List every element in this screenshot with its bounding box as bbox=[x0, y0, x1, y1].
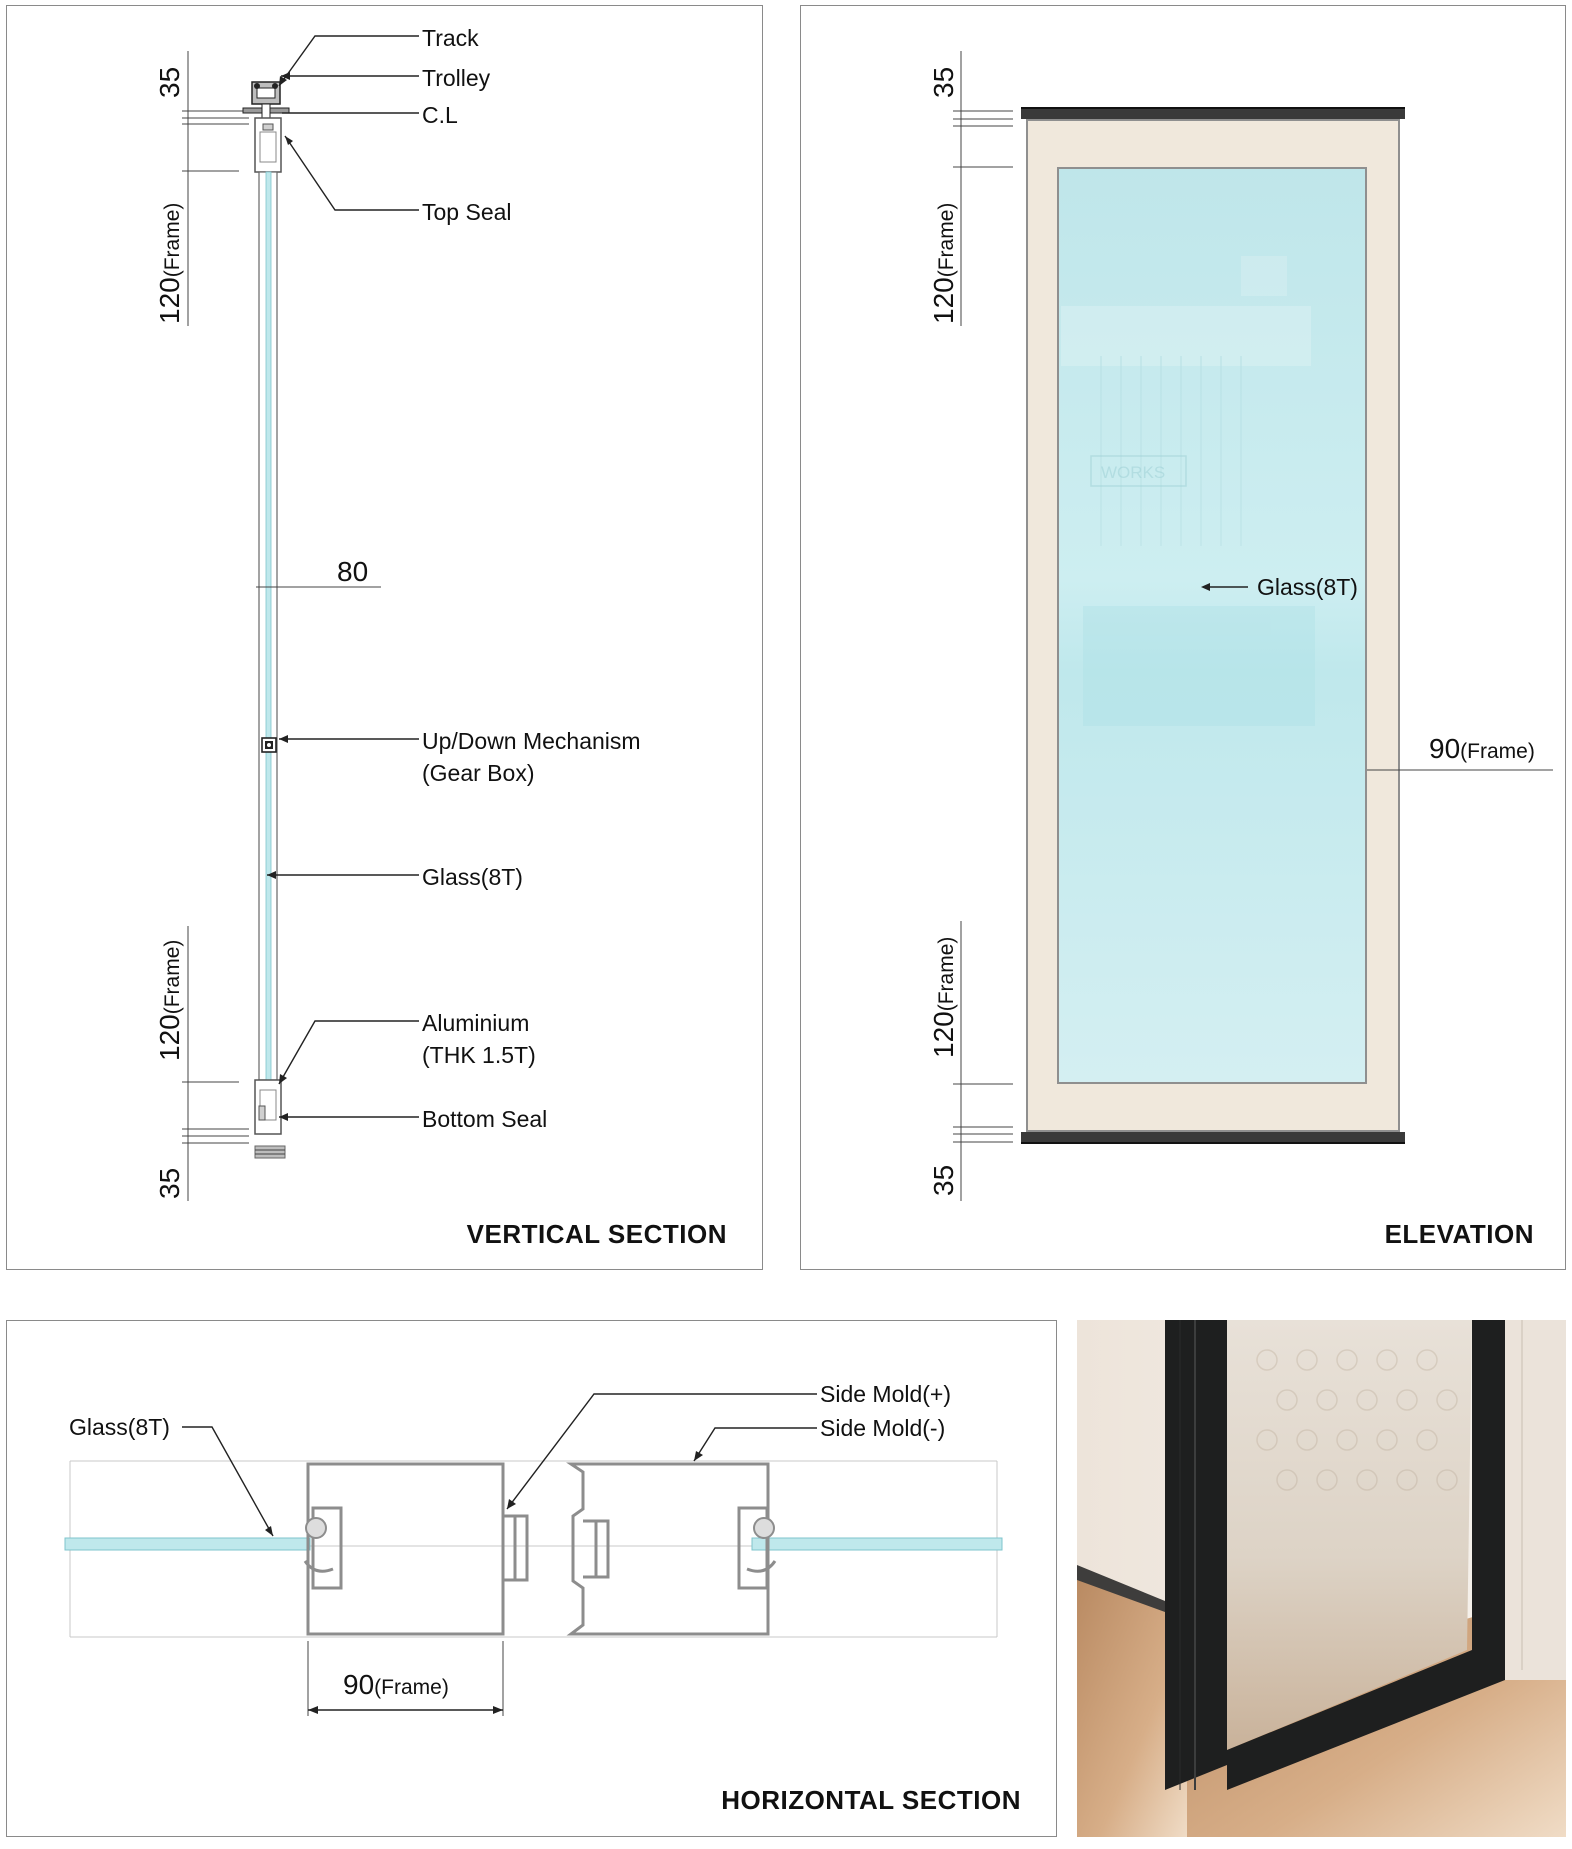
elevation-top-track bbox=[1021, 107, 1405, 119]
dim-top-frame: 120(Frame) bbox=[154, 203, 185, 324]
dim-bottom-35: 35 bbox=[154, 1168, 185, 1199]
right-frame-profile bbox=[566, 1462, 777, 1636]
label-side-mold-plus: Side Mold(+) bbox=[820, 1381, 951, 1407]
h-label-glass: Glass(8T) bbox=[69, 1414, 170, 1440]
vertical-section-panel: 35 120(Frame) 120(Frame) 35 bbox=[6, 5, 763, 1270]
photo-glass bbox=[1227, 1320, 1472, 1750]
elev-dim-bottom-frame: 120(Frame) bbox=[928, 937, 959, 1058]
horizontal-section-panel: Glass(8T) Side Mold(+) Side Mold(-) 90(F… bbox=[6, 1320, 1057, 1837]
label-mechanism: Up/Down Mechanism bbox=[422, 728, 641, 754]
top-frame-profile bbox=[254, 117, 282, 173]
label-cl: C.L bbox=[422, 102, 458, 128]
leader-lines bbox=[267, 35, 419, 1121]
elev-dim-frame: 90(Frame) bbox=[1429, 733, 1535, 764]
door-photo bbox=[1077, 1320, 1566, 1837]
elevation-glass bbox=[1057, 167, 1367, 1084]
label-gear-box: (Gear Box) bbox=[422, 760, 534, 786]
h-dim-frame: 90(Frame) bbox=[343, 1669, 449, 1700]
elevation-dimension-lines bbox=[953, 51, 1013, 1201]
vertical-dimension-lines bbox=[182, 51, 249, 1201]
title-horizontal-section: HORIZONTAL SECTION bbox=[721, 1785, 1021, 1815]
label-bottom-seal: Bottom Seal bbox=[422, 1106, 547, 1132]
photo-door-rail-bottom bbox=[1227, 1650, 1505, 1790]
elev-dim-top-35: 35 bbox=[928, 67, 959, 98]
horizontal-section-drawing: Glass(8T) Side Mold(+) Side Mold(-) 90(F… bbox=[64, 1381, 1021, 1815]
photo-floor-left bbox=[1077, 1580, 1187, 1837]
elevation-bottom-track bbox=[1021, 1132, 1405, 1144]
label-aluminium: Aluminium bbox=[422, 1010, 529, 1036]
elev-dim-bottom-35: 35 bbox=[928, 1165, 959, 1196]
label-track: Track bbox=[422, 25, 479, 51]
horizontal-glass-left bbox=[64, 1537, 311, 1551]
elevation-panel: 35 120(Frame) 120(Frame) 35 WOR bbox=[800, 5, 1566, 1270]
label-trolley: Trolley bbox=[422, 65, 491, 91]
side-mold-minus-leader bbox=[693, 1427, 817, 1462]
dim-width-80: 80 bbox=[337, 556, 368, 587]
label-top-seal: Top Seal bbox=[422, 199, 512, 225]
h-glass-leader bbox=[182, 1426, 274, 1537]
photo-door-stile-right bbox=[1472, 1320, 1505, 1660]
elevation-drawing: 35 120(Frame) 120(Frame) 35 WOR bbox=[928, 51, 1553, 1249]
label-glass-vertical: Glass(8T) bbox=[422, 864, 523, 890]
door-photo-illustration bbox=[1077, 1320, 1566, 1837]
vertical-section-drawing: 35 120(Frame) 120(Frame) 35 bbox=[154, 25, 727, 1249]
gear-box bbox=[261, 737, 277, 753]
bottom-frame-profile bbox=[254, 1079, 286, 1159]
label-side-mold-minus: Side Mold(-) bbox=[820, 1415, 945, 1441]
dim-top-35: 35 bbox=[154, 67, 185, 98]
horizontal-glass-right bbox=[751, 1537, 1003, 1551]
h-frame-dimension bbox=[307, 1641, 504, 1716]
glass-reflections bbox=[1061, 256, 1315, 726]
track-trolley bbox=[242, 81, 290, 135]
svg-text:WORKS: WORKS bbox=[1101, 463, 1165, 482]
glass-leaf-vertical bbox=[258, 171, 278, 1081]
left-frame-profile bbox=[303, 1462, 529, 1636]
label-aluminium-thk: (THK 1.5T) bbox=[422, 1042, 536, 1068]
works-logo-reflection: WORKS bbox=[1090, 455, 1187, 487]
title-vertical-section: VERTICAL SECTION bbox=[467, 1219, 727, 1249]
title-elevation: ELEVATION bbox=[1385, 1219, 1534, 1249]
elev-dim-top-frame: 120(Frame) bbox=[928, 203, 959, 324]
dim-bottom-frame: 120(Frame) bbox=[154, 940, 185, 1061]
elev-label-glass: Glass(8T) bbox=[1257, 574, 1358, 600]
side-mold-plus-leader bbox=[506, 1393, 817, 1510]
